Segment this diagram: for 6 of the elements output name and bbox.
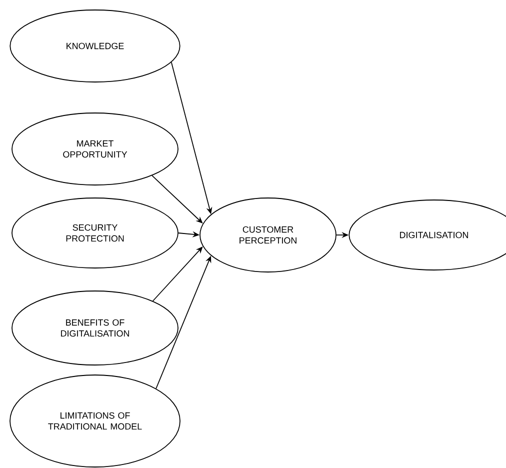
ellipse-node: SECURITY PROTECTION — [12, 198, 178, 268]
ellipse-node: KNOWLEDGE — [10, 10, 180, 82]
ellipse-node: LIMITATIONS OF TRADITIONAL MODEL — [10, 374, 180, 468]
ellipse-node: BENEFITS OF DIGITALISATION — [12, 290, 178, 366]
ellipse-node: MARKET OPPORTUNITY — [12, 112, 178, 186]
ellipse-node: CUSTOMER PERCEPTION — [200, 198, 336, 272]
